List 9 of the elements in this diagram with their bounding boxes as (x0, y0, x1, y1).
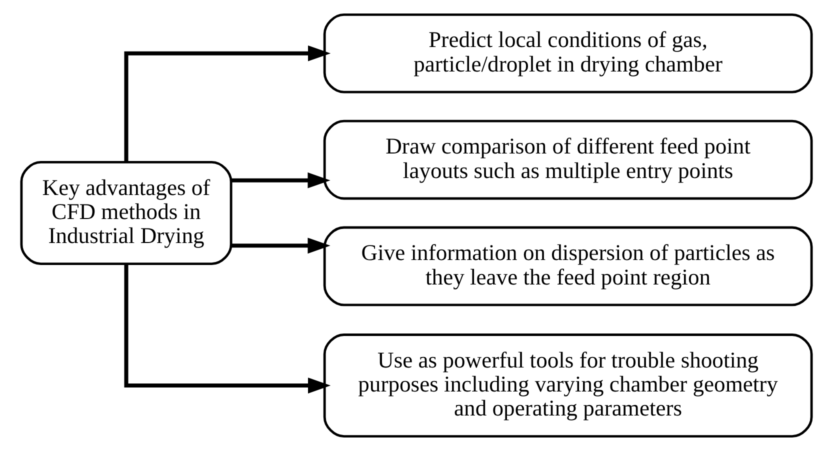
node-box: Key advantages of CFD methods in Industrial Drying (20, 161, 232, 265)
node-box: Use as powerful tools for trouble shooting purposes including varying chamber geometry and operating parameters (323, 334, 813, 438)
node-box: Give information on dispersion of particles as they leave the feed point region (323, 226, 813, 306)
arrow (232, 238, 330, 254)
arrow (124, 264, 331, 394)
arrow (124, 45, 331, 162)
node-box: Predict local conditions of gas, particle/droplet in drying chamber (323, 13, 813, 94)
arrow (232, 172, 330, 188)
node-box: Draw comparison of different feed point layouts such as multiple entry points (323, 120, 813, 200)
